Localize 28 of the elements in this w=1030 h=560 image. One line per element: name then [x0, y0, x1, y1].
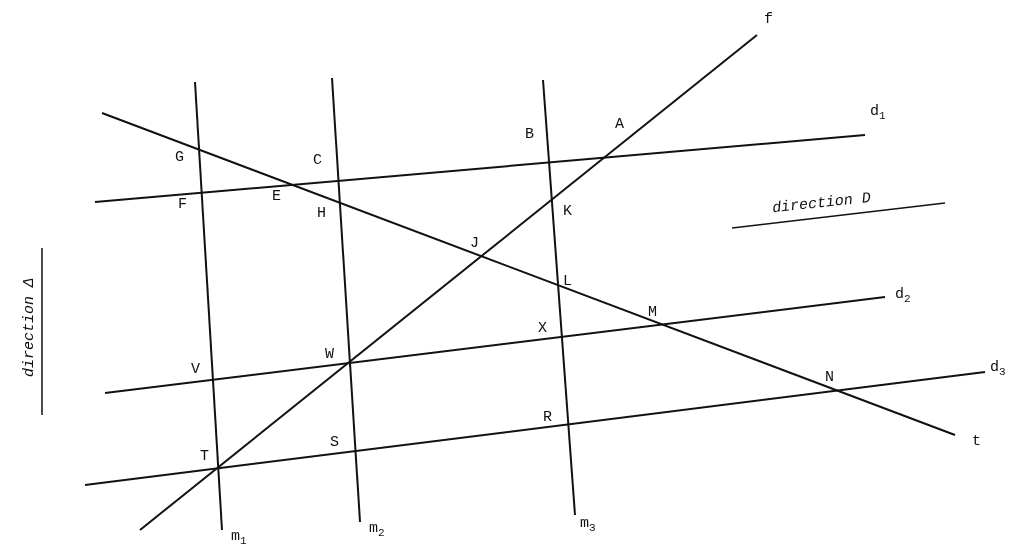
point-label: M [648, 305, 657, 320]
line-label: m$_{2}$ [369, 521, 385, 539]
point-label: E [272, 189, 281, 204]
point-label: F [178, 197, 187, 212]
line-label: d$_{3}$ [990, 360, 1006, 378]
point-label: H [317, 206, 326, 221]
point-label: A [615, 117, 624, 132]
point-label: X [538, 321, 547, 336]
point-label: L [563, 274, 572, 289]
point-label: C [313, 153, 322, 168]
line-label: t [972, 434, 981, 449]
point-label: N [825, 370, 834, 385]
line-label: d$_{2}$ [895, 287, 911, 305]
point-label: S [330, 435, 339, 450]
point-label: K [563, 204, 572, 219]
line-label: m$_{1}$ [231, 529, 247, 547]
point-label: V [191, 362, 200, 377]
direction-label: direction Δ [22, 278, 37, 377]
point-label: J [470, 236, 479, 251]
point-label: B [525, 127, 534, 142]
point-label: R [543, 410, 552, 425]
line-label: m$_{3}$ [580, 516, 596, 534]
line-label: d$_{1}$ [870, 104, 886, 122]
point-label: W [325, 347, 334, 362]
point-label: G [175, 150, 184, 165]
line-label: f [764, 12, 773, 27]
point-label: T [200, 449, 209, 464]
direction-label: direction D [771, 190, 872, 217]
